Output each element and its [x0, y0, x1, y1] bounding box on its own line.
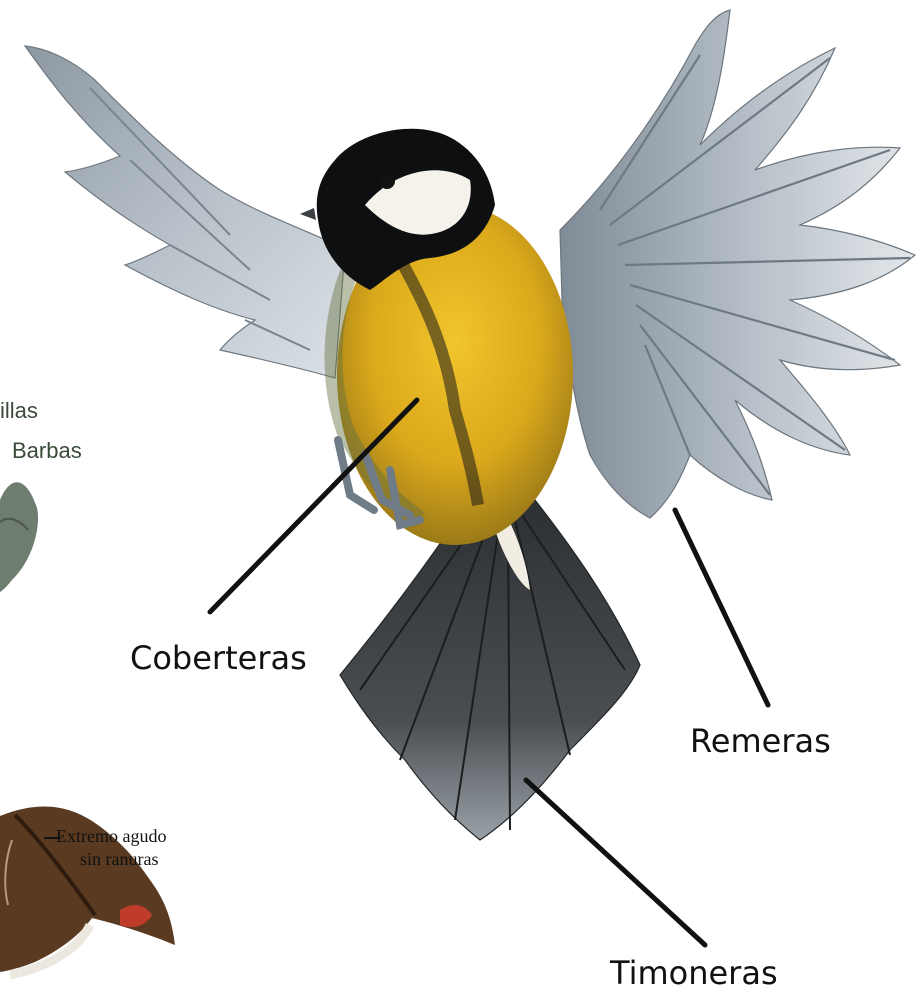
left-partial-label-1: illas — [0, 400, 38, 422]
remeras-label: Remeras — [690, 725, 831, 757]
left-partial-label-2: Barbas — [12, 440, 82, 462]
timoneras-label: Timoneras — [610, 957, 778, 989]
right-wing — [560, 10, 915, 518]
tail — [340, 495, 640, 840]
swallow-note-line-2: sin ranuras — [56, 848, 166, 871]
coberteras-label: Coberteras — [130, 642, 307, 674]
left-wing — [25, 46, 345, 378]
feather-illustration — [0, 482, 38, 592]
swallow-note-line-1: Extremo agudo — [56, 825, 166, 848]
swallow-note: Extremo agudo sin ranuras — [56, 825, 166, 870]
